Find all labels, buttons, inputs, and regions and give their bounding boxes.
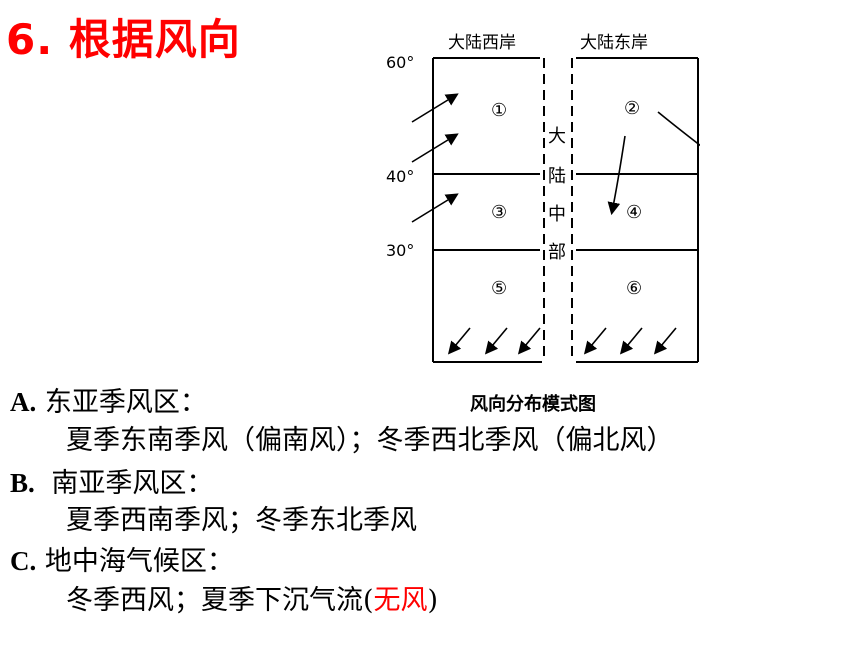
arrow-trade-4 [583,327,607,355]
lat-label-40: 40° [386,167,414,186]
region-3: ③ [491,202,507,223]
region-5: ⑤ [491,278,507,299]
option-a-heading: 东亚季风区： [44,387,207,418]
option-c-body-text: 冬季西风；夏季下沉气流( [66,585,374,616]
option-c-highlight: 无风 [373,585,428,616]
arrow-trade-6 [653,327,677,355]
arrow-trade-3 [517,327,541,355]
center-char-3: 中 [548,204,566,225]
center-label: 大 陆 中 部 [548,126,566,263]
option-b-head: B. 南亚季风区： [10,466,213,501]
lat-label-60: 60° [386,53,414,72]
option-a-letter: A. [10,387,37,417]
option-b-heading: 南亚季风区： [51,468,214,499]
wind-pattern-diagram: 大陆西岸 大陆东岸 60° 40° 30° 大 陆 中 部 ① ② ③ ④ ⑤ … [386,33,700,363]
arrow-westerly-3 [411,193,459,223]
region-6: ⑥ [626,278,642,299]
east-coast-block [576,57,699,363]
option-c-heading: 地中海气候区： [44,546,234,577]
option-a-head: A. 东亚季风区： [10,385,207,420]
region-2: ② [624,98,640,119]
option-c-letter: C. [10,546,37,576]
option-b-letter: B. [10,468,35,498]
header-west-coast: 大陆西岸 [448,33,516,53]
arrow-trade-5 [619,327,643,355]
center-dashed-lines [543,58,573,362]
option-c-head: C. 地中海气候区： [10,544,234,579]
lat-label-30: 30° [386,241,414,260]
region-4: ④ [626,202,642,223]
center-char-4: 部 [548,242,566,263]
region-1: ① [491,100,507,121]
arrow-trade-2 [484,327,508,355]
header-east-coast: 大陆东岸 [580,33,648,53]
arrow-east-down [607,135,626,216]
slide-title: 6. 根据风向 [6,15,241,64]
option-c-body: 冬季西风；夏季下沉气流(无风) [66,584,438,618]
option-a-body: 夏季东南季风（偏南风）；冬季西北季风（偏北风） [66,425,674,456]
option-b-body: 夏季西南季风；冬季东北季风 [66,505,417,536]
arrow-east-curve [657,111,700,147]
west-coast-block [432,57,542,363]
wind-arrows [411,93,700,355]
arrow-trade-1 [447,327,471,355]
arrow-westerly-1 [411,93,459,123]
center-char-1: 大 [548,126,566,147]
option-c-body-end: ) [427,585,439,616]
center-char-2: 陆 [548,166,566,187]
arrow-westerly-2 [411,133,459,163]
diagram-caption: 风向分布模式图 [470,394,596,415]
